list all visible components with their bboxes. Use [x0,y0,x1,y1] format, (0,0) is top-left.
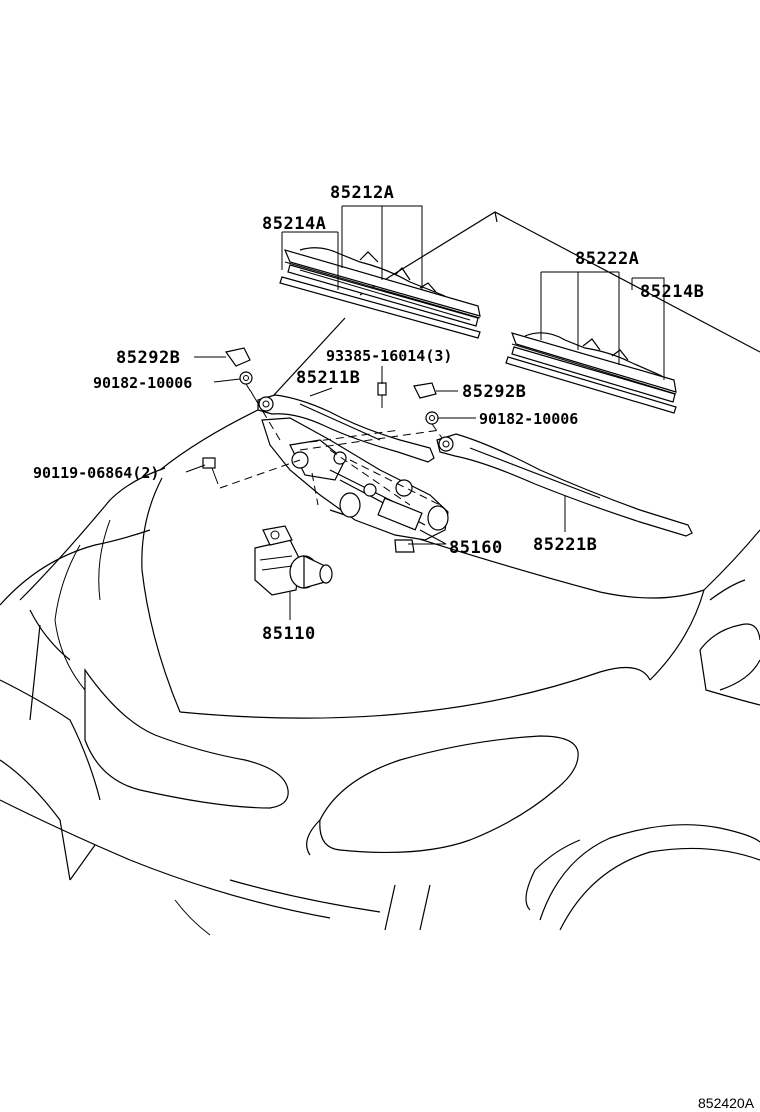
label-link-assy: 85160 [449,538,503,558]
label-blade-refill-right: 85214B [640,282,704,302]
bolt-motor [202,457,219,485]
leader-lines [185,205,665,620]
label-cap-right: 85292B [462,382,526,402]
label-bolt-motor: 90119-06864(2) [33,464,159,482]
label-blade-refill-left: 85214A [262,214,326,234]
wiper-link-assembly [219,389,449,553]
nut-right [425,411,443,439]
left-wiper-arm [257,394,435,463]
wiper-motor [254,525,333,596]
label-cap-left: 85292B [116,348,180,368]
label-arm-left: 85211B [296,368,360,388]
label-arm-right: 85221B [533,535,597,555]
cap-left [224,347,251,367]
diagram-code: 852420A [698,1095,755,1111]
label-nut-left: 90182-10006 [93,374,192,392]
nut-left [239,371,257,401]
label-bolt-link: 93385-16014(3) [326,347,452,365]
bolt-link [377,382,387,408]
cap-right [413,382,437,399]
label-blade-assy-right: 85222A [575,249,639,269]
label-nut-right: 90182-10006 [479,410,578,428]
right-wiper-blade [505,332,677,414]
label-motor: 85110 [262,624,316,644]
right-wiper-arm [436,433,693,537]
label-blade-assy-left: 85212A [330,183,394,203]
car-body-outline [0,211,760,936]
left-wiper-blade [279,247,481,339]
